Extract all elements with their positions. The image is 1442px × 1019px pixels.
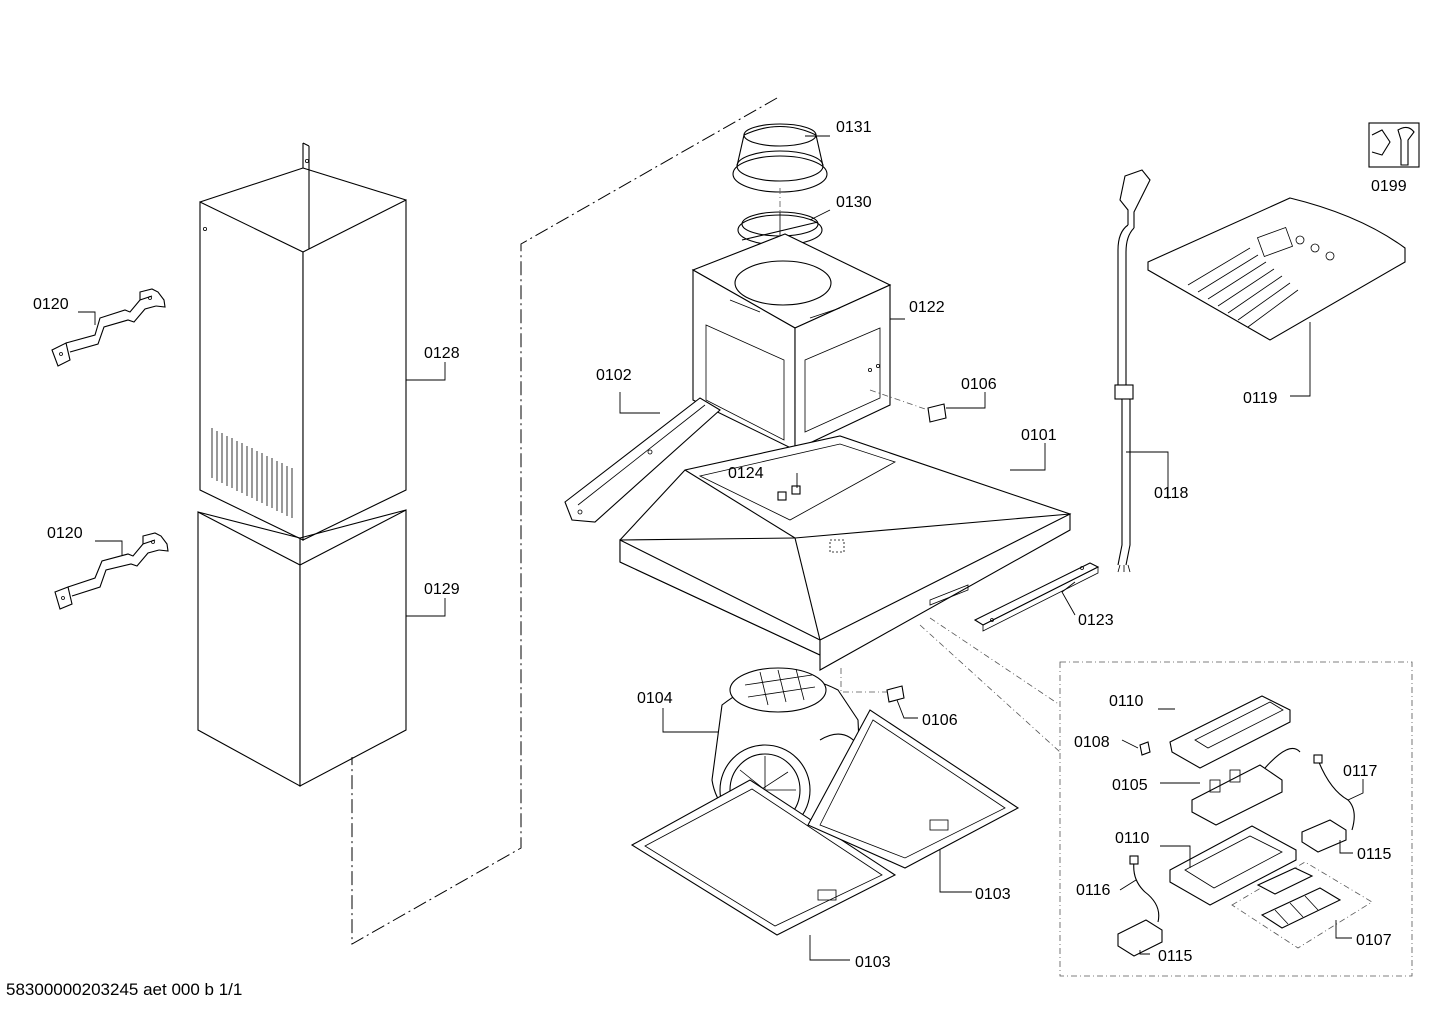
label-0103-right: 0103: [975, 886, 1011, 903]
label-0115-left: 0115: [1158, 948, 1193, 965]
label-0129: 0129: [424, 581, 460, 598]
lower-chimney-duct: [197, 509, 407, 787]
label-0128: 0128: [424, 345, 460, 362]
grease-filter-left: [630, 779, 897, 936]
clip-0106-upper: [869, 389, 947, 423]
power-cable-0118: [1114, 169, 1151, 573]
label-0101: 0101: [1021, 427, 1057, 444]
assembly-line-clip: [840, 668, 887, 693]
label-0108: 0108: [1074, 734, 1110, 751]
label-0123: 0123: [1078, 612, 1114, 629]
control-cover-0110: [1169, 695, 1291, 769]
electronics-detail-frame: [1059, 661, 1413, 977]
mounting-bracket-lower: [54, 532, 169, 610]
clip-0106-lower: [886, 685, 905, 703]
label-0199: 0199: [1371, 178, 1407, 195]
mounting-bracket-upper: [51, 288, 166, 367]
label-0120-upper: 0120: [33, 296, 69, 313]
hood-canopy: [619, 435, 1072, 671]
accessory-bag-0119: [1147, 197, 1406, 341]
housing-0110-lower: [1169, 825, 1297, 906]
mounting-rail-0102: [564, 397, 721, 523]
label-0118: 0118: [1154, 485, 1189, 502]
part-labels: 0131 0130 0122 0102 0106 0101 0124 0123 …: [33, 119, 1407, 971]
label-0105: 0105: [1112, 777, 1148, 794]
label-0104: 0104: [637, 690, 673, 707]
leader-lines: [78, 135, 1364, 961]
label-0110-lower: 0110: [1115, 830, 1150, 847]
vent-slots: [211, 428, 293, 518]
control-module-0105: [1191, 747, 1301, 826]
label-0106-lower: 0106: [922, 712, 958, 729]
upper-chimney-duct: [199, 142, 407, 541]
connector-0115-left: [1117, 919, 1163, 957]
mounting-plate-0123: [973, 562, 1100, 632]
label-0131: 0131: [836, 119, 872, 136]
document-id: 58300000203245 aet 000 b 1/1: [6, 980, 243, 999]
tool-icon-0199: [1368, 122, 1420, 168]
label-0115-right: 0115: [1357, 846, 1392, 863]
label-0119: 0119: [1243, 390, 1278, 407]
switch-set-0107: [1231, 861, 1373, 949]
label-0106-upper: 0106: [961, 376, 997, 393]
label-0107: 0107: [1356, 932, 1392, 949]
label-0120-lower: 0120: [47, 525, 83, 542]
holder-0108: [1139, 741, 1151, 756]
cable-0116: [1129, 855, 1160, 923]
grease-filter-right: [807, 709, 1020, 869]
label-0116: 0116: [1076, 882, 1111, 899]
assembly-line-chimney: [351, 97, 778, 945]
holders-0124: [777, 485, 801, 501]
label-0117: 0117: [1343, 763, 1378, 780]
label-0103-left: 0103: [855, 954, 891, 971]
motor-housing-box: [691, 233, 892, 451]
air-outlet-collar: [732, 123, 828, 193]
label-0110-upper: 0110: [1109, 693, 1144, 710]
label-0130: 0130: [836, 194, 872, 211]
connector-0115-right: [1301, 819, 1347, 853]
label-0124: 0124: [728, 465, 764, 482]
label-0102: 0102: [596, 367, 632, 384]
label-0122: 0122: [909, 299, 945, 316]
